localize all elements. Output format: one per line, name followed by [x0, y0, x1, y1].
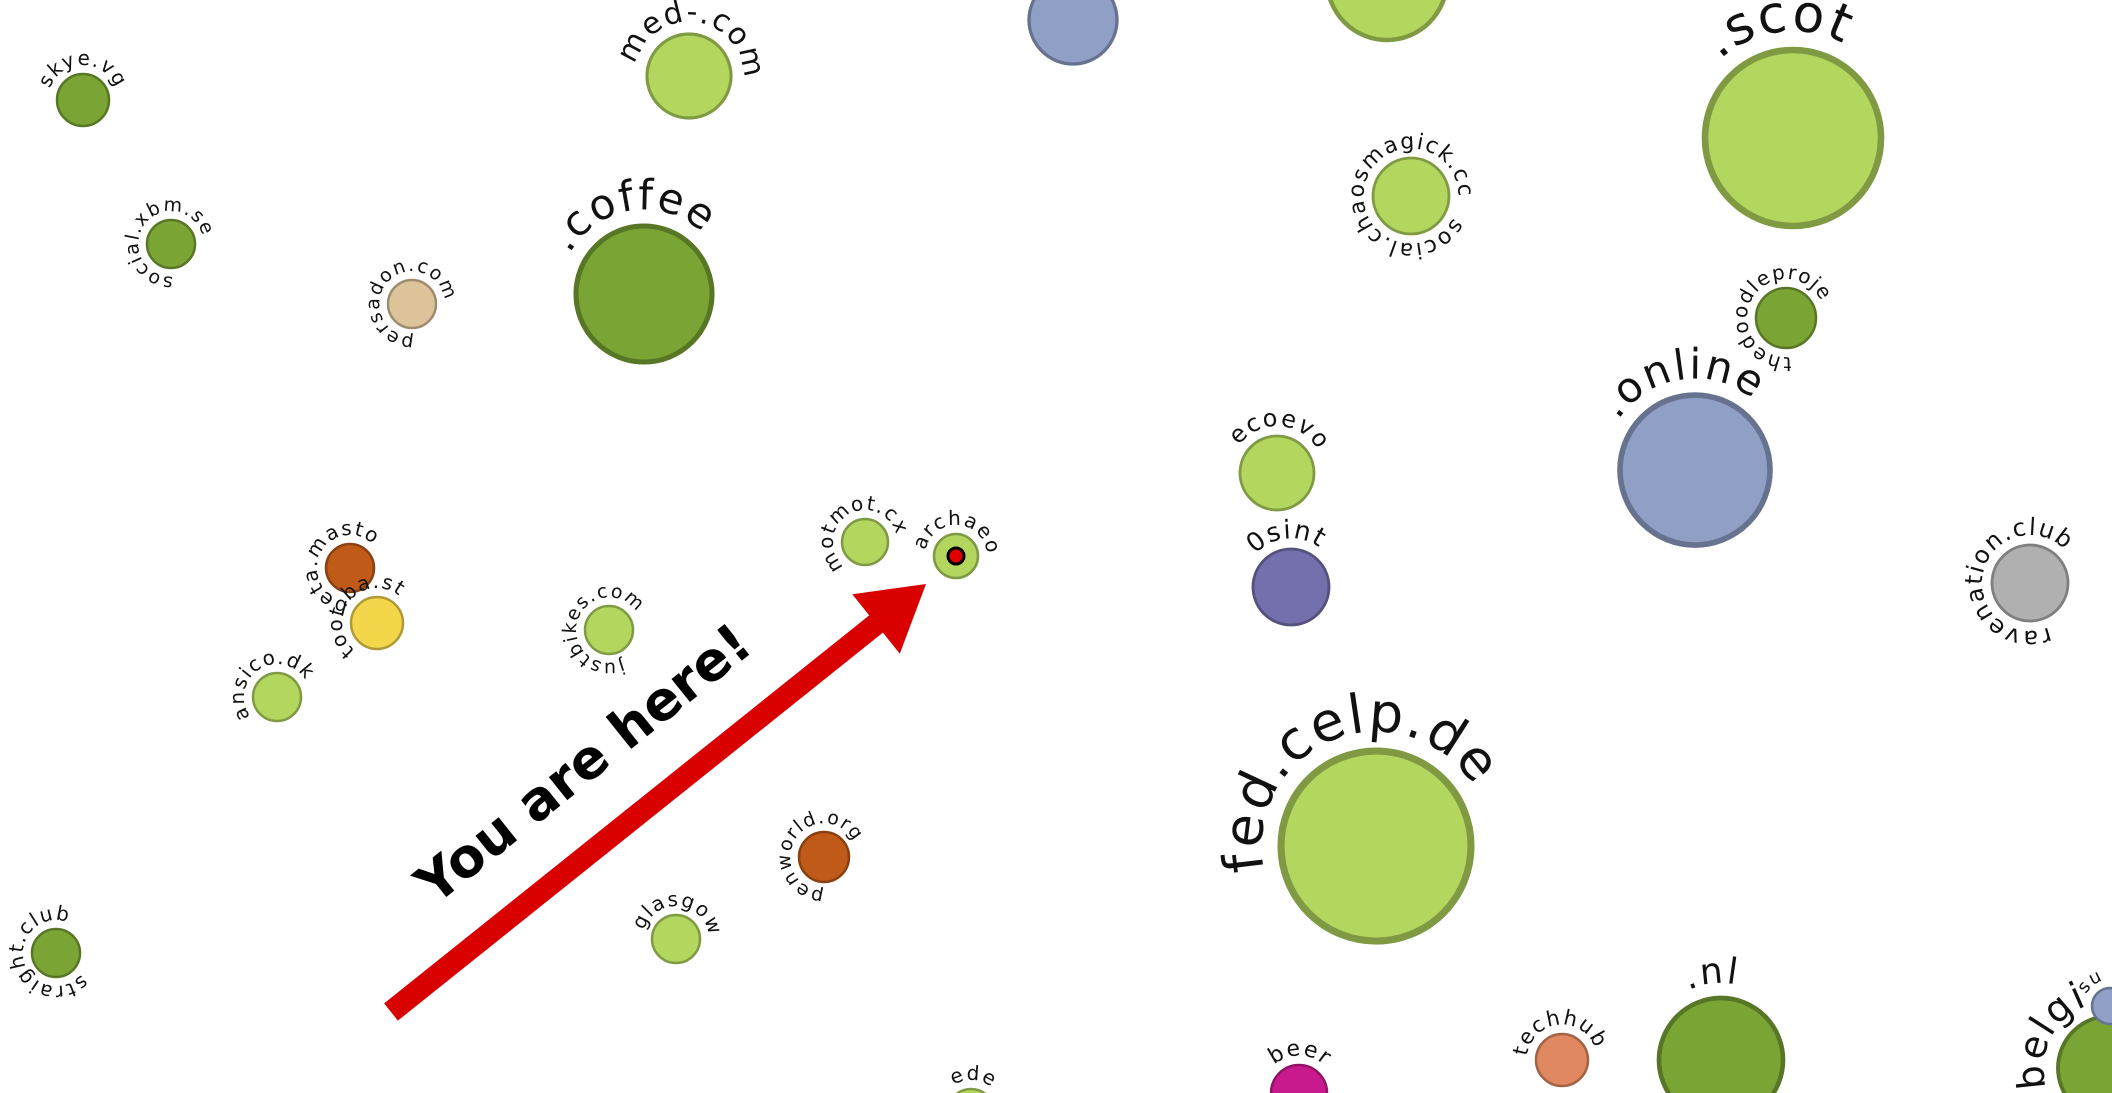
instance-bubble[interactable]	[1238, 434, 1316, 512]
instance-node-motmot[interactable]: motmot.cx	[814, 491, 915, 578]
instance-node-ansico[interactable]: ansico.dk	[225, 645, 321, 725]
instance-label: .nl	[1677, 950, 1742, 998]
instance-node-belgi[interactable]: -belgi	[2008, 973, 2112, 1093]
instance-node-topblue[interactable]	[1027, 0, 1119, 66]
instance-bubble[interactable]	[1327, 0, 1447, 43]
instance-bubble[interactable]	[1617, 392, 1773, 548]
instance-bubble[interactable]	[1656, 995, 1786, 1093]
instance-node-osint[interactable]: 0sint	[1241, 515, 1332, 627]
instance-node-penworld[interactable]: penworld.org	[773, 806, 869, 908]
instance-node-archaeo[interactable]: archaeo	[907, 506, 1006, 580]
instance-bubble[interactable]	[324, 542, 376, 594]
instance-node-thedoodle[interactable]: thedoodleproje	[1728, 260, 1838, 376]
you-are-here-arrow	[384, 584, 927, 1021]
current-location-marker	[946, 546, 966, 566]
instance-node-med[interactable]: med-.com	[610, 0, 772, 120]
instance-bubble[interactable]	[573, 223, 715, 365]
instance-node-chaosmagick[interactable]: social.chaosmagick.cc	[1344, 129, 1478, 263]
instance-node-nl[interactable]: .nl	[1656, 950, 1786, 1093]
instance-node-topgreen[interactable]	[1327, 0, 1447, 43]
instance-bubble[interactable]	[1701, 46, 1885, 230]
instance-node-xbm[interactable]: social.xbm.se	[121, 194, 219, 294]
instance-bubble[interactable]	[1027, 0, 1119, 66]
instance-bubble[interactable]	[30, 927, 82, 979]
instance-bubble[interactable]	[386, 278, 438, 330]
instance-node-scot[interactable]: .scot	[1690, 0, 1885, 230]
instance-node-justbikes[interactable]: justbikes.com	[559, 580, 650, 680]
instance-node-ravenation[interactable]: ravenation.club	[1960, 513, 2080, 653]
instance-bubble[interactable]	[840, 517, 890, 567]
instance-node-skye[interactable]: skye.vg	[33, 46, 134, 128]
instance-node-online[interactable]: .online	[1587, 339, 1775, 548]
instance-bubble[interactable]	[1990, 543, 2070, 623]
instance-node-techhub[interactable]: techhub	[1508, 1005, 1613, 1088]
instance-bubble[interactable]	[2090, 986, 2112, 1026]
instance-bubble[interactable]	[55, 72, 111, 128]
instance-bubble[interactable]	[1269, 1063, 1329, 1093]
instance-label: ede	[946, 1061, 1001, 1092]
instance-bubble[interactable]	[645, 32, 733, 120]
instance-node-coffee[interactable]: .coffee	[537, 170, 728, 365]
instance-node-glasgow[interactable]: glasgow	[626, 887, 728, 965]
instance-bubble[interactable]	[349, 595, 405, 651]
instance-bubble[interactable]	[251, 671, 303, 723]
instance-node-ecoevo[interactable]: ecoevo	[1223, 404, 1337, 512]
instance-bubble[interactable]	[1277, 747, 1475, 945]
instance-bubble[interactable]	[583, 604, 635, 656]
instance-bubble[interactable]	[1534, 1032, 1590, 1088]
instance-node-beer[interactable]: beer	[1264, 1036, 1337, 1093]
instance-node-ede[interactable]: ede	[946, 1061, 1001, 1093]
instance-bubble[interactable]	[1371, 156, 1451, 236]
instance-node-persadon[interactable]: persadon.com	[362, 254, 462, 354]
you-are-here-callout: You are here!	[384, 584, 927, 1021]
instance-bubble[interactable]	[947, 1087, 995, 1093]
instance-node-straight[interactable]: straight.club	[4, 901, 94, 1006]
instance-bubble[interactable]	[650, 913, 702, 965]
instance-bubble[interactable]	[1251, 547, 1331, 627]
instance-bubble[interactable]	[145, 218, 197, 270]
instance-bubble[interactable]	[1754, 286, 1818, 350]
instance-bubble[interactable]	[797, 830, 851, 884]
instance-node-fedcelp[interactable]: fed.celp.de	[1211, 681, 1515, 945]
